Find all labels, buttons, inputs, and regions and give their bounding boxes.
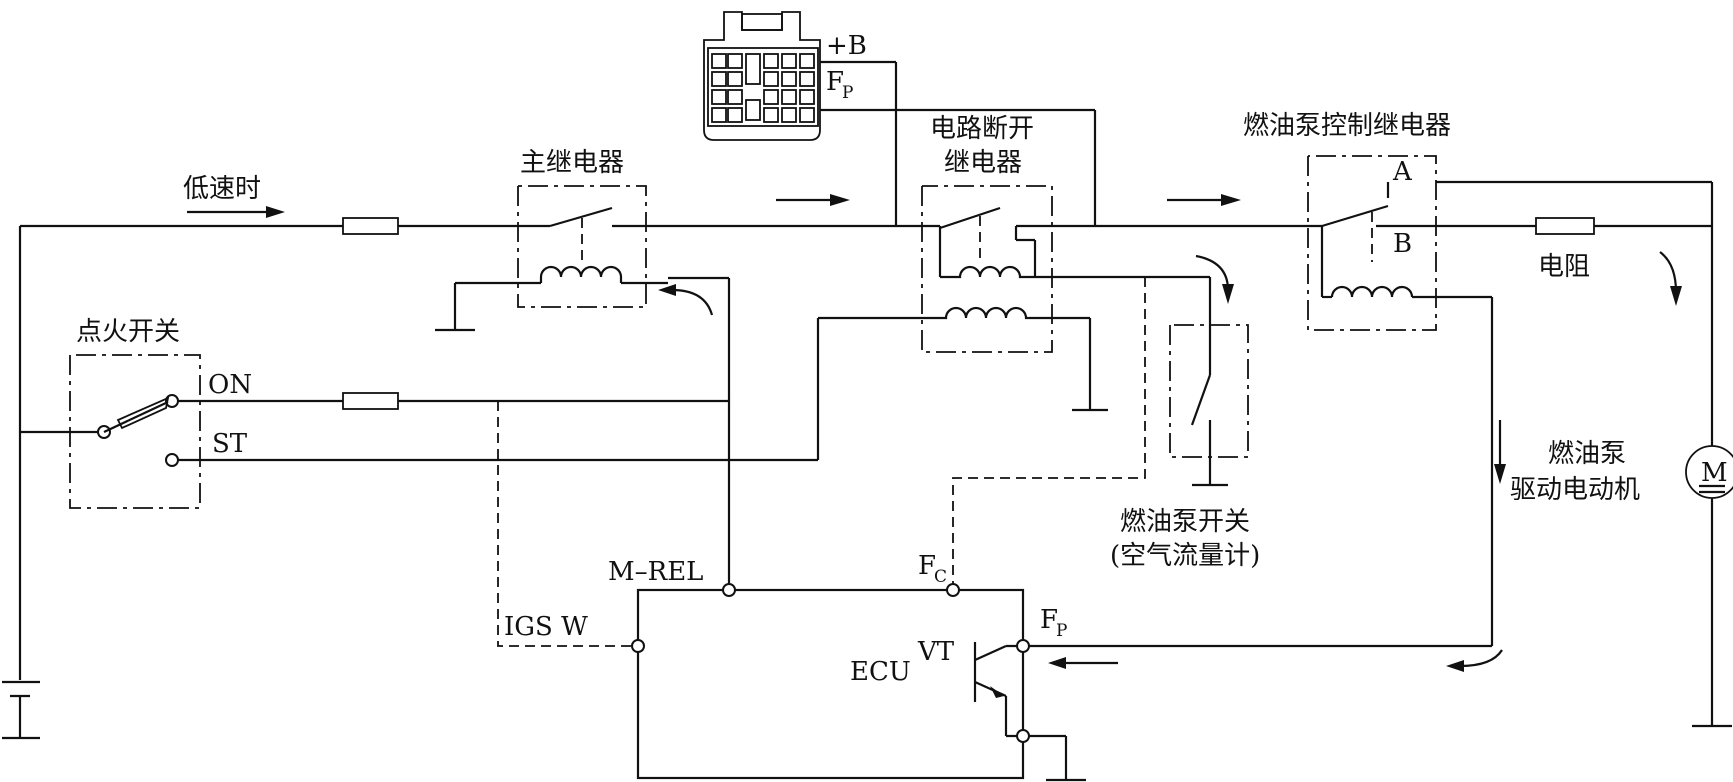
- m-rel-wire: [668, 276, 731, 590]
- fuel-pump-control-relay: 燃油泵控制继电器 A B: [1243, 111, 1714, 646]
- main-power-line: [18, 224, 1712, 680]
- st-wire: [178, 316, 942, 462]
- fuse-on: [342, 392, 399, 410]
- fuel-pump-motor: M 燃油泵 驱动电动机: [1494, 226, 1733, 728]
- main-relay-label: 主继电器: [520, 148, 624, 178]
- fuel-pump-switch: 燃油泵开关 (空气流量计): [1110, 254, 1260, 571]
- on-label: ON: [208, 370, 252, 400]
- terminal-b-label: B: [1393, 229, 1412, 259]
- on-wire: [178, 392, 729, 410]
- m-rel-label: M–REL: [608, 557, 703, 587]
- plus-b-label: +B: [826, 31, 867, 61]
- pump-motor-label-1: 燃油泵: [1548, 439, 1626, 469]
- resistor-label: 电阻: [1538, 252, 1590, 282]
- fp-connector-label: F: [826, 67, 844, 97]
- diagnostic-connector: +B F P: [703, 11, 867, 141]
- fuel-pump-control-relay-label: 燃油泵控制继电器: [1243, 111, 1451, 141]
- fc-label: F: [918, 551, 936, 581]
- main-relay: 主继电器: [435, 148, 714, 332]
- circuit-opening-relay: 电路断开 继电器: [921, 114, 1210, 412]
- battery-symbol: [2, 680, 40, 740]
- fp-connector-sub: P: [842, 83, 853, 103]
- arrow-icon: [776, 194, 850, 206]
- ecu-label: ECU: [850, 657, 911, 687]
- motor-m-label: M: [1701, 458, 1728, 488]
- circuit-opening-relay-label-1: 电路断开: [930, 114, 1034, 144]
- fuse-main: [342, 217, 399, 235]
- st-label: ST: [212, 429, 248, 459]
- fp-ecu-label: F: [1040, 605, 1058, 635]
- ignition-switch: 点火开关 ON ST: [69, 317, 252, 509]
- fp-ecu-sub: P: [1056, 621, 1067, 641]
- connector-pins: [711, 53, 815, 123]
- arrow-icon: [187, 206, 285, 218]
- pump-motor-label-2: 驱动电动机: [1510, 475, 1640, 505]
- fc-dashed-wire: [952, 277, 1146, 590]
- arrow-icon: [1167, 194, 1241, 206]
- fc-sub: C: [934, 567, 947, 587]
- connector-wires: [820, 60, 1097, 226]
- circuit-opening-relay-label-2: 继电器: [944, 148, 1022, 178]
- low-speed-label: 低速时: [183, 174, 261, 204]
- ignition-switch-label: 点火开关: [76, 317, 180, 347]
- igsw-label: IGS W: [504, 612, 588, 642]
- terminal-a-label: A: [1392, 157, 1413, 187]
- fuel-pump-switch-label-2: (空气流量计): [1110, 541, 1260, 571]
- resistor: [1535, 217, 1595, 235]
- igsw-dashed-wire: [497, 401, 638, 647]
- ecu: ECU VT M–REL F C F P IGS W: [504, 551, 1503, 782]
- vt-label: VT: [917, 637, 955, 667]
- fuel-pump-switch-label-1: 燃油泵开关: [1120, 507, 1250, 537]
